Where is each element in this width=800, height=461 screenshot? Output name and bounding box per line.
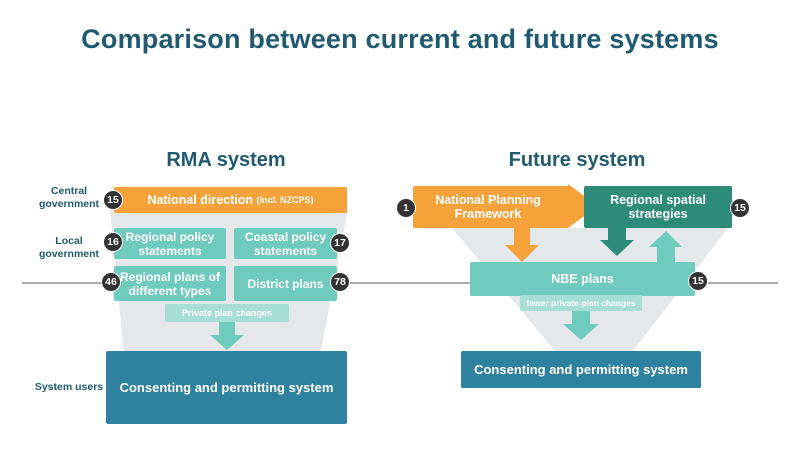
fewer-private-plan-changes-box: fewer private plan changes (520, 295, 642, 311)
national-direction-count-badge: 15 (103, 190, 123, 210)
npf-right-arrow-head (568, 184, 598, 228)
coastal-policy-box: Coastal policy statements (234, 228, 337, 259)
npf-box: National Planning Framework (413, 186, 569, 228)
national-direction-note: (incl. NZCPS) (256, 195, 314, 205)
nbe-plans-count-badge: 15 (688, 271, 708, 291)
npf-down-arrow-head (505, 245, 539, 262)
rma-heading: RMA system (166, 149, 286, 171)
rma-consenting-box: Consenting and permitting system (106, 351, 347, 424)
nbe-up-arrow-head (649, 231, 682, 247)
rma-down-arrow-head (210, 335, 244, 350)
rss-down-arrow-stem (608, 226, 626, 240)
npf-down-arrow-stem (514, 226, 530, 246)
district-plans-count-badge: 78 (330, 272, 350, 292)
label-local-government: Local government (38, 235, 100, 260)
regional-plans-count-badge: 46 (101, 272, 121, 292)
coastal-policy-count-badge: 17 (330, 233, 350, 253)
rma-down-arrow-stem (219, 321, 235, 335)
regional-policy-count-badge: 16 (103, 232, 123, 252)
nbe-up-arrow-stem (657, 246, 675, 264)
rss-count-badge: 15 (730, 198, 750, 218)
national-direction-label: National direction (147, 193, 254, 207)
future-heading: Future system (508, 149, 646, 171)
future-down-arrow-head (563, 324, 599, 340)
future-consenting-box: Consenting and permitting system (461, 351, 701, 388)
nbe-plans-box: NBE plans (470, 262, 695, 296)
npf-count-badge: 1 (396, 198, 416, 218)
label-central-government: Central government (38, 185, 100, 210)
page-title: Comparison between current and future sy… (81, 24, 719, 54)
district-plans-box: District plans (234, 266, 337, 301)
national-direction-box: National direction (incl. NZCPS) (114, 187, 347, 213)
rss-down-arrow-head (600, 240, 634, 256)
private-plan-changes-box: Private plan changes (165, 304, 289, 322)
label-system-users: System users (34, 381, 104, 393)
regional-plans-box: Regional plans of different types (114, 266, 226, 301)
regional-policy-box: Regional policy statements (114, 228, 226, 259)
rss-box: Regional spatial strategies (584, 186, 732, 228)
future-down-arrow-stem (572, 309, 590, 325)
